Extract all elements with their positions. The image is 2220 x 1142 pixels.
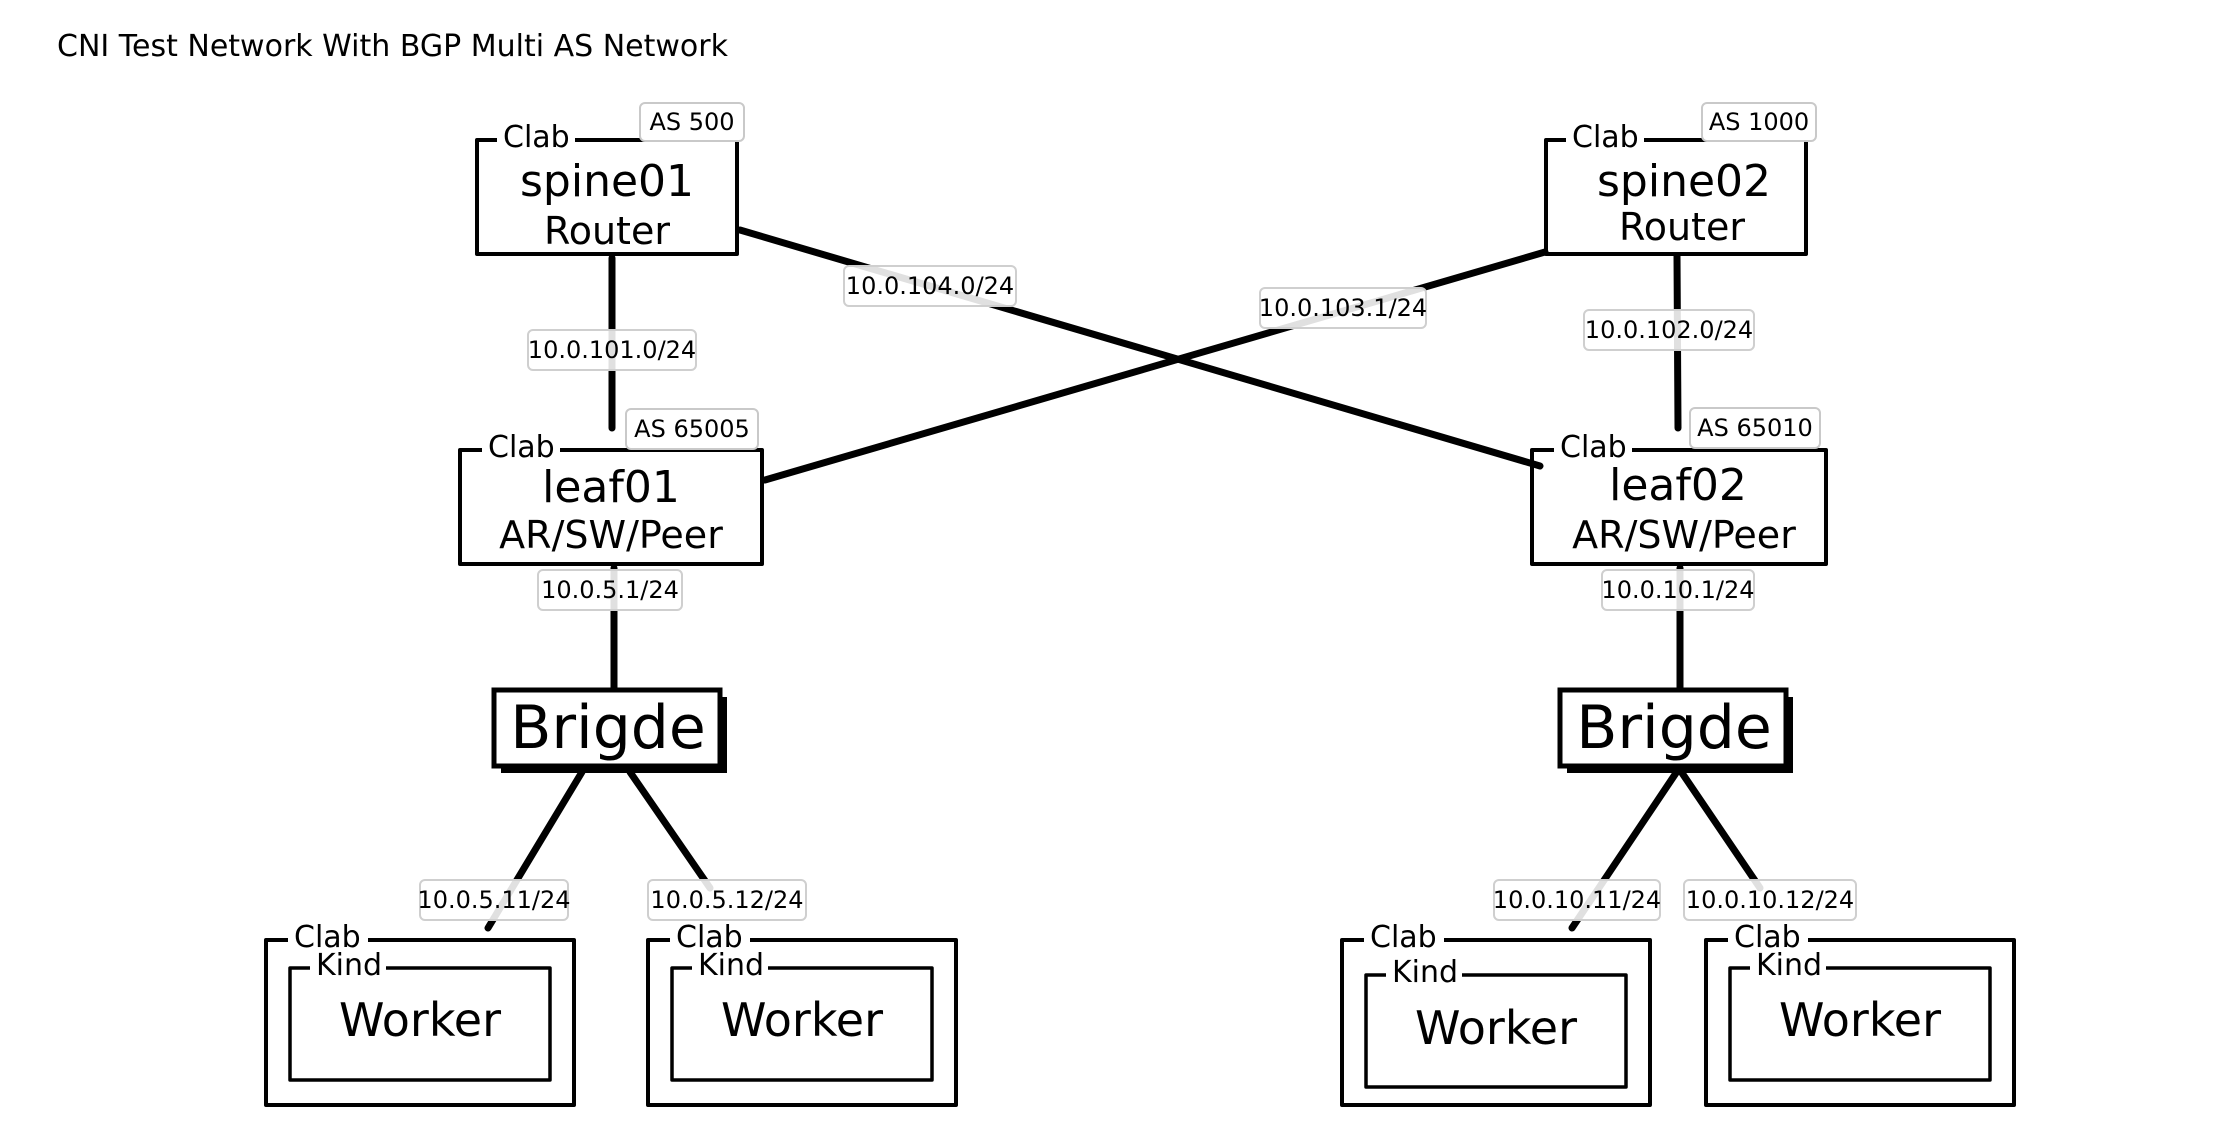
subnet-label-spine02-leaf02: 10.0.102.0/24 [1583, 309, 1755, 351]
spine01-name: spine01 [520, 156, 694, 207]
spine01-frame [475, 138, 739, 256]
leaf01-frame-label: Clab [488, 430, 555, 465]
leaf02-frame-label: Clab [1560, 430, 1627, 465]
worker2-outer-label: Clab [676, 920, 743, 955]
worker1-inner-frame [288, 966, 552, 1082]
svg-text:10.0.10.11/24: 10.0.10.11/24 [1493, 886, 1661, 914]
node-worker4[interactable]: Clab Kind Worker [1704, 920, 2016, 1107]
worker1-inner-label: Kind [316, 948, 382, 983]
leaf01-role: AR/SW/Peer [499, 513, 723, 557]
bridge2-name: Brigde [1576, 693, 1772, 763]
leaf02-name: leaf02 [1609, 460, 1747, 511]
node-leaf02[interactable]: Clab leaf02 AR/SW/Peer AS 65010 [1530, 407, 1828, 566]
bridge1-name: Brigde [510, 693, 706, 763]
spine02-name: spine02 [1597, 156, 1771, 207]
node-worker3[interactable]: Clab Kind Worker [1340, 920, 1652, 1107]
svg-text:10.0.5.12/24: 10.0.5.12/24 [650, 886, 803, 914]
worker3-outer-frame [1340, 938, 1652, 1107]
worker3-inner-label: Kind [1392, 955, 1458, 990]
subnet-label-bridge2-worker4: 10.0.10.12/24 [1683, 879, 1857, 921]
worker2-inner-frame [670, 966, 934, 1082]
worker4-outer-label: Clab [1734, 920, 1801, 955]
spine01-frame-label: Clab [503, 120, 570, 155]
leaf02-role: AR/SW/Peer [1572, 513, 1796, 557]
spine01-as-tag: AS 500 [649, 108, 734, 136]
bridge2-frame [1557, 687, 1789, 769]
diagram-title: CNI Test Network With BGP Multi AS Netwo… [57, 29, 729, 64]
node-leaf01[interactable]: Clab leaf01 AR/SW/Peer AS 65005 [458, 408, 764, 566]
leaf01-frame [458, 448, 764, 566]
leaf02-as-tag-box [1689, 407, 1821, 449]
svg-text:10.0.5.1/24: 10.0.5.1/24 [541, 576, 679, 604]
subnet-label-spine01-leaf01: 10.0.101.0/24 [527, 329, 697, 371]
spine02-as-tag: AS 1000 [1709, 108, 1809, 136]
subnet-label-bridge2-worker3: 10.0.10.11/24 [1493, 879, 1661, 921]
leaf02-as-tag: AS 65010 [1697, 414, 1813, 442]
node-worker1[interactable]: Clab Kind Worker [264, 920, 576, 1107]
node-bridge2[interactable]: Brigde [1557, 687, 1793, 773]
worker2-name: Worker [721, 993, 883, 1047]
node-worker2[interactable]: Clab Kind Worker [646, 920, 958, 1107]
svg-text:10.0.10.12/24: 10.0.10.12/24 [1686, 886, 1854, 914]
worker3-outer-label: Clab [1370, 920, 1437, 955]
link-bridge2-worker4 [1676, 766, 1764, 892]
leaf01-as-tag: AS 65005 [634, 415, 750, 443]
worker2-inner-label: Kind [698, 948, 764, 983]
spine02-frame-label: Clab [1572, 120, 1639, 155]
svg-text:10.0.5.11/24: 10.0.5.11/24 [417, 886, 570, 914]
leaf01-name: leaf01 [542, 462, 680, 513]
bridge1-frame [491, 687, 723, 769]
svg-text:10.0.104.0/24: 10.0.104.0/24 [846, 272, 1014, 300]
worker1-outer-frame [264, 938, 576, 1107]
subnet-label-leaf01-bridge1: 10.0.5.1/24 [537, 569, 683, 611]
worker1-outer-label: Clab [294, 920, 361, 955]
spine02-as-tag-box [1701, 102, 1817, 142]
subnet-label-spine02-leaf01: 10.0.103.1/24 [1259, 287, 1427, 329]
worker3-name: Worker [1415, 1001, 1577, 1055]
spine02-role: Router [1619, 205, 1745, 249]
spine01-role: Router [544, 209, 670, 253]
node-spine02[interactable]: Clab spine02 Router AS 1000 [1544, 102, 1817, 256]
spine01-as-tag-box [639, 102, 745, 142]
svg-text:10.0.101.0/24: 10.0.101.0/24 [528, 336, 696, 364]
spine02-frame [1544, 138, 1808, 256]
worker4-name: Worker [1779, 993, 1941, 1047]
link-labels: 10.0.101.0/24 10.0.104.0/24 10.0.103.1/2… [417, 265, 1857, 921]
worker4-outer-frame [1704, 938, 2016, 1107]
worker1-name: Worker [339, 993, 501, 1047]
worker4-inner-frame [1728, 966, 1992, 1082]
subnet-label-spine01-leaf02: 10.0.104.0/24 [843, 265, 1017, 307]
leaf02-frame [1530, 448, 1828, 566]
node-bridge1[interactable]: Brigde [491, 687, 727, 773]
subnet-label-bridge1-worker2: 10.0.5.12/24 [647, 879, 807, 921]
worker3-inner-frame [1364, 973, 1628, 1089]
link-bridge1-worker2 [626, 768, 714, 892]
node-spine01[interactable]: Clab spine01 Router AS 500 [475, 102, 745, 256]
svg-text:10.0.103.1/24: 10.0.103.1/24 [1259, 294, 1427, 322]
svg-text:10.0.10.1/24: 10.0.10.1/24 [1601, 576, 1754, 604]
worker4-inner-label: Kind [1756, 948, 1822, 983]
subnet-label-leaf02-bridge2: 10.0.10.1/24 [1601, 569, 1755, 611]
leaf01-as-tag-box [625, 408, 759, 450]
svg-text:10.0.102.0/24: 10.0.102.0/24 [1585, 316, 1753, 344]
worker2-outer-frame [646, 938, 958, 1107]
subnet-label-bridge1-worker1: 10.0.5.11/24 [417, 879, 571, 921]
